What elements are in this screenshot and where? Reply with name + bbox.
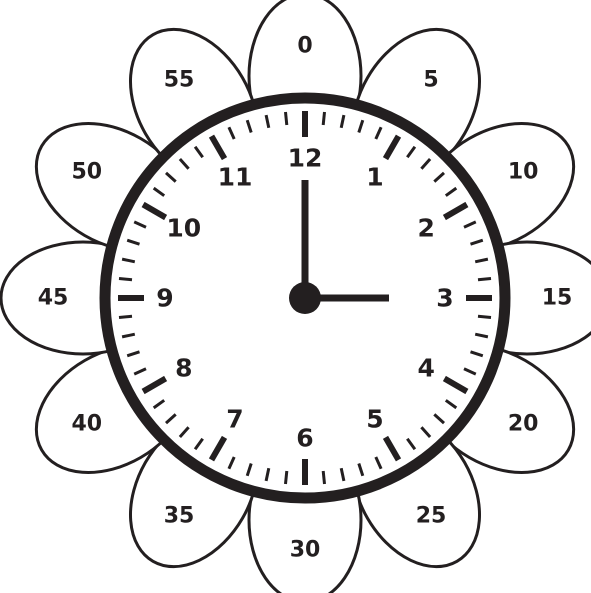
- minute-label: 30: [290, 538, 321, 563]
- hour-label: 9: [156, 284, 173, 313]
- minute-tick: [323, 112, 324, 125]
- minute-label: 45: [38, 286, 69, 311]
- minute-label: 20: [508, 412, 539, 437]
- minute-label: 10: [508, 160, 539, 185]
- hour-label: 10: [166, 214, 201, 243]
- hour-label: 8: [175, 354, 192, 383]
- minute-tick: [478, 316, 491, 317]
- minute-label: 25: [416, 504, 447, 529]
- hour-label: 6: [296, 424, 313, 453]
- minute-tick: [119, 316, 132, 317]
- minute-tick: [478, 279, 491, 280]
- hour-label: 11: [218, 162, 253, 191]
- minute-tick: [119, 279, 132, 280]
- minute-label: 35: [164, 504, 195, 529]
- hour-label: 2: [417, 214, 434, 243]
- minute-label: 50: [71, 160, 102, 185]
- minute-label: 5: [423, 67, 438, 92]
- hour-label: 5: [366, 405, 383, 434]
- hour-label: 7: [226, 405, 243, 434]
- hour-label: 4: [417, 354, 434, 383]
- hour-label: 1: [366, 162, 383, 191]
- minute-tick: [286, 112, 287, 125]
- minute-tick: [286, 471, 287, 484]
- hour-label: 3: [436, 284, 453, 313]
- minute-label: 55: [164, 67, 195, 92]
- center-pin: [289, 282, 321, 314]
- minute-label: 15: [542, 286, 573, 311]
- hour-label: 12: [288, 144, 323, 173]
- minute-label: 40: [71, 412, 102, 437]
- minute-tick: [323, 471, 324, 484]
- minute-label: 0: [297, 34, 312, 59]
